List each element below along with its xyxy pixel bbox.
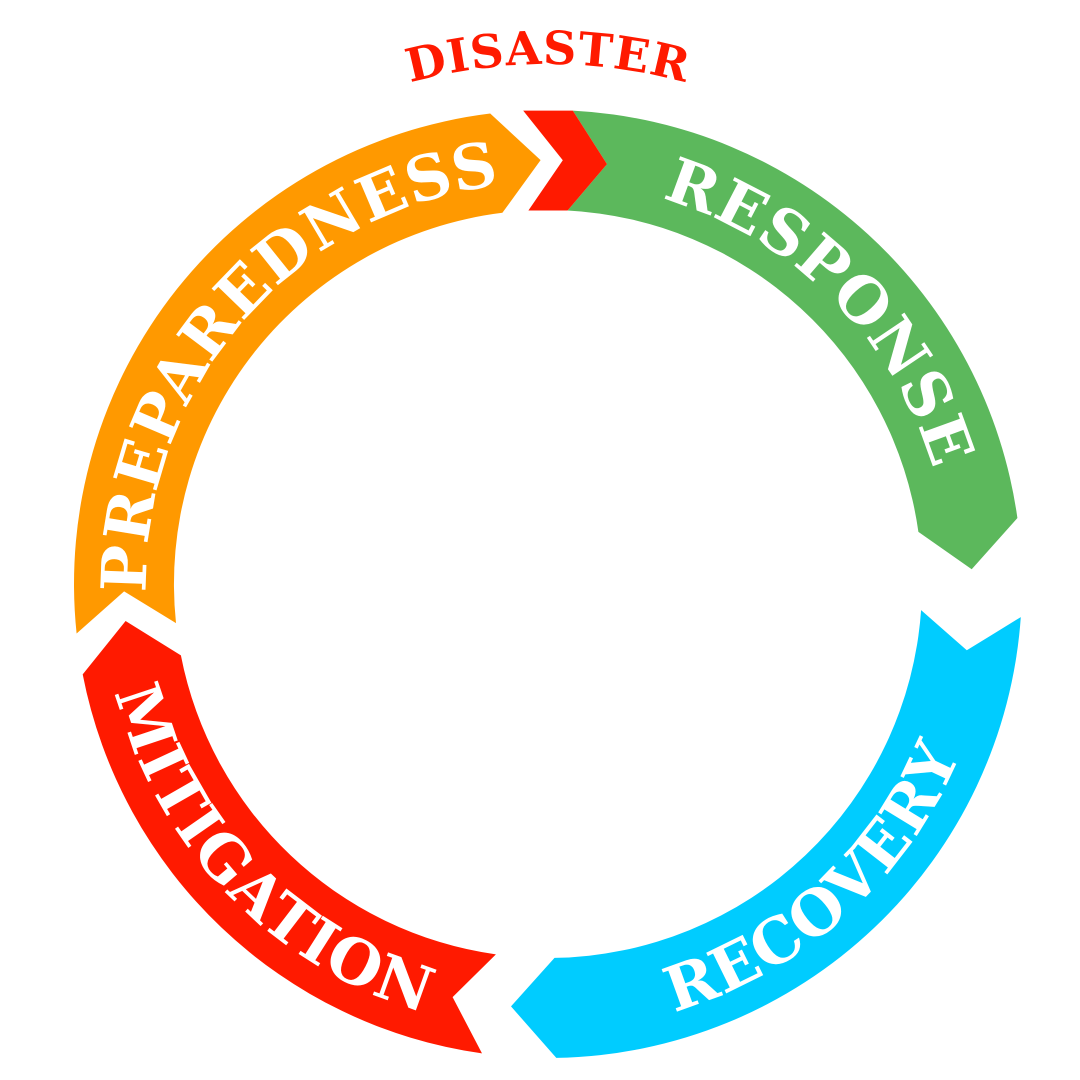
segment-response <box>567 110 1018 570</box>
disaster-marker <box>523 110 607 211</box>
segment-preparedness <box>74 113 541 634</box>
disaster-title-path: DISASTER <box>400 21 695 93</box>
segments-group <box>74 110 1021 1058</box>
segment-recovery <box>511 610 1021 1058</box>
segment-mitigation <box>82 621 496 1054</box>
label-recovery-text: RECOVERY <box>655 729 974 1026</box>
label-recovery: RECOVERY <box>655 729 975 1026</box>
disaster-title: DISASTER <box>400 21 696 93</box>
label-response-text: RESPONSE <box>657 143 988 475</box>
label-response: RESPONSE <box>657 143 989 475</box>
